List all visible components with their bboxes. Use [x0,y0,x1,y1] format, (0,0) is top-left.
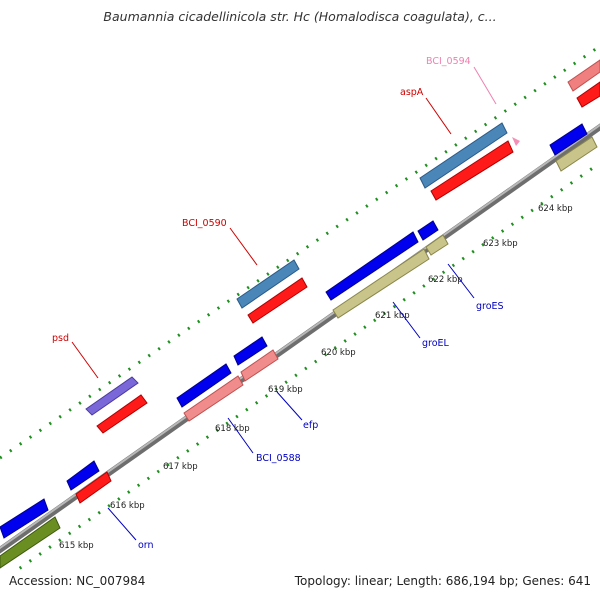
gene-label-orn[interactable]: orn [138,540,154,551]
gene-label-psd[interactable]: psd [52,333,69,344]
gene-edge-left-block[interactable] [0,498,61,569]
genome-map[interactable]: psd BCI_0590 aspA BCI_0594 orn BCI_0588 … [0,0,600,570]
gene-label-bci0590[interactable]: BCI_0590 [182,218,227,229]
gene-bci0588-block[interactable] [176,363,244,422]
gene-blocks-reverse[interactable] [0,123,598,569]
tick-label: 620 kbp [321,348,356,358]
gene-label-bci0594[interactable]: BCI_0594 [426,56,471,67]
gene-bci0590-block[interactable] [236,259,308,324]
accession-text: Accession: NC_007984 [9,574,146,588]
scale-tick-labels: 615 kbp 616 kbp 617 kbp 618 kbp 619 kbp … [59,204,573,551]
map-title: Baumannia cicadellinicola str. Hc (Homal… [103,9,497,24]
gene-groel-block[interactable] [325,231,430,319]
gene-orn-block[interactable] [66,460,112,504]
gene-label-groes[interactable]: groES [476,301,504,312]
gene-efp-block[interactable] [233,336,279,382]
tick-label: 615 kbp [59,541,94,551]
tick-label: 619 kbp [268,385,303,395]
gene-label-bci0588[interactable]: BCI_0588 [256,453,301,464]
tick-ring-lower [14,161,600,570]
gene-blocks-forward[interactable] [85,59,600,434]
gene-label-aspa[interactable]: aspA [400,87,424,98]
label-leader-lines [71,66,497,541]
tick-label: 624 kbp [538,204,573,214]
gene-psd-block[interactable] [85,376,148,434]
tick-label: 621 kbp [375,311,410,321]
tick-label: 623 kbp [483,239,518,249]
gene-label-efp[interactable]: efp [303,420,318,431]
genome-summary-text: Topology: linear; Length: 686,194 bp; Ge… [294,574,591,588]
tick-label: 618 kbp [215,424,250,434]
gene-label-groel[interactable]: groEL [422,338,450,349]
tick-label: 616 kbp [110,501,145,511]
gene-aspa-block[interactable] [419,122,514,201]
tick-label: 617 kbp [163,462,198,472]
gene-edge-right-block[interactable] [549,123,598,172]
gene-bci0594-block[interactable] [512,59,600,146]
gene-groes-block[interactable] [417,220,449,256]
tick-ring-upper [0,44,600,460]
gene-labels: psd BCI_0590 aspA BCI_0594 orn BCI_0588 … [52,56,504,551]
tick-label: 622 kbp [428,275,463,285]
